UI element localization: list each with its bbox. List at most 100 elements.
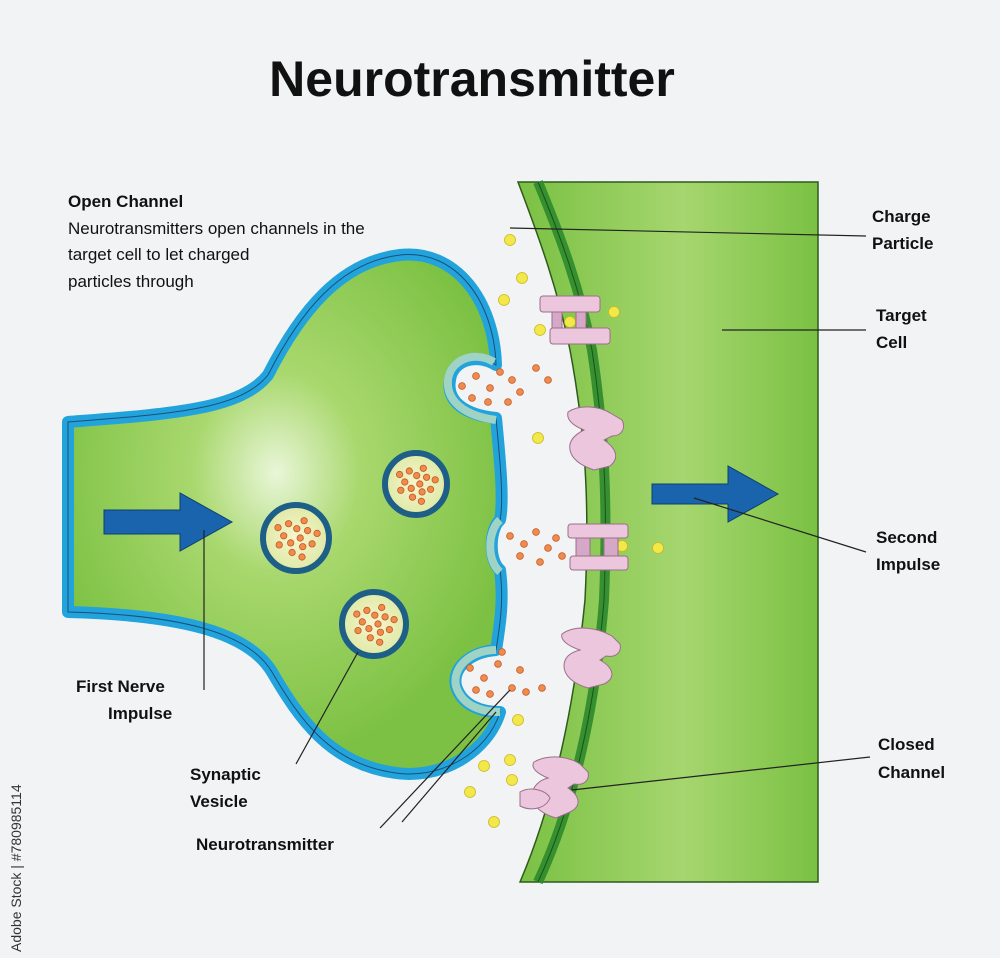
neurotransmitter-dot <box>522 688 530 696</box>
open-channel-line-2: target cell to let charged <box>68 245 249 264</box>
neurotransmitter-dot <box>508 376 516 384</box>
neurotransmitter-dot <box>354 626 362 635</box>
fused-vesicle-pockets <box>443 352 503 716</box>
synaptic-vesicles <box>260 450 450 659</box>
neurotransmitter-dot <box>508 684 516 692</box>
label-target-cell: Target Cell <box>876 306 927 352</box>
neurotransmitter-dot <box>466 664 474 672</box>
first-impulse-arrow <box>103 492 234 552</box>
open-channel-receptor <box>567 523 629 571</box>
neurotransmitter-dot <box>516 552 524 560</box>
charge-particle-dot <box>652 542 664 554</box>
neurotransmitter-dot <box>468 394 476 402</box>
charge-particle-dot <box>534 324 546 336</box>
neurotransmitter-dot <box>401 478 409 486</box>
svg-text:Cell: Cell <box>876 333 907 352</box>
neurotransmitter-dot <box>418 488 426 496</box>
neurotransmitter-dot <box>422 473 431 481</box>
neurotransmitter-dot <box>376 628 384 636</box>
svg-text:Closed: Closed <box>878 735 935 754</box>
neurotransmitter-dot <box>520 540 528 548</box>
svg-text:Charge: Charge <box>872 207 931 226</box>
open-channel-receptor <box>539 295 611 345</box>
neurotransmitter-dot <box>376 638 384 646</box>
neurotransmitter-dot <box>274 523 282 532</box>
neurotransmitter-dot <box>385 625 393 634</box>
neurotransmitter-dot <box>431 476 439 484</box>
neurotransmitter-dot <box>516 666 524 674</box>
leader-lines <box>203 227 871 829</box>
neurotransmitter-dot <box>395 470 404 479</box>
neurotransmitter-dot <box>426 485 435 493</box>
neurotransmitter-dot <box>390 615 398 624</box>
second-impulse-arrow <box>651 465 780 523</box>
neurotransmitter-dot <box>458 382 466 390</box>
closed-channel-receptor <box>567 406 625 471</box>
charge-particle-dot <box>464 786 476 798</box>
svg-text:First Nerve: First Nerve <box>76 677 165 696</box>
svg-text:Second: Second <box>876 528 937 547</box>
neurotransmitter-dot <box>480 674 488 682</box>
stock-id-stamp: Adobe Stock | #780985114 <box>8 784 24 952</box>
neurotransmitter-dot <box>472 372 480 380</box>
neurotransmitter-dot <box>536 558 544 566</box>
charge-particle-dot <box>504 754 516 766</box>
neurotransmitter-dot <box>284 520 293 528</box>
neurotransmitter-dot <box>358 618 366 626</box>
neurotransmitter-dot <box>408 493 417 501</box>
charge-particle-dot <box>516 272 528 284</box>
neurotransmitter-dot <box>280 532 288 540</box>
neurotransmitter-dot <box>484 398 492 406</box>
svg-text:Impulse: Impulse <box>108 704 172 723</box>
label-synaptic-vesicle: Synaptic Vesicle <box>190 765 261 811</box>
neurotransmitter-dot <box>300 517 308 525</box>
svg-text:Synaptic: Synaptic <box>190 765 261 784</box>
neurotransmitter-dot <box>299 543 307 551</box>
charge-particle-dot <box>608 306 620 318</box>
open-channel-heading: Open Channel <box>68 192 183 211</box>
neurotransmitter-dot <box>366 634 374 642</box>
neurotransmitter-dot <box>378 603 386 612</box>
open-channel-line-1: Neurotransmitters open channels in the <box>68 219 365 238</box>
synaptic-vesicle <box>339 589 409 659</box>
neurotransmitter-dot <box>293 525 301 533</box>
open-channel-line-3: particles through <box>68 272 194 291</box>
charge-particle-dot <box>532 432 544 444</box>
neurotransmitter-dot <box>298 553 306 561</box>
neurotransmitter-dot <box>296 534 304 542</box>
svg-text:Vesicle: Vesicle <box>190 792 248 811</box>
charge-particle-dot <box>498 294 510 306</box>
neurotransmitter-dot <box>275 541 283 549</box>
neurotransmitter-dot <box>287 539 295 547</box>
label-neurotransmitter: Neurotransmitter <box>196 835 334 854</box>
svg-text:Channel: Channel <box>878 763 945 782</box>
neurotransmitter-dot <box>365 624 373 633</box>
neurotransmitter-dot <box>544 544 552 552</box>
neurotransmitter-dot <box>407 484 415 492</box>
charge-particle-dot <box>506 774 518 786</box>
neurotransmitter-dot <box>558 552 566 560</box>
receptors <box>519 295 629 819</box>
neurotransmitter-dot <box>353 610 361 618</box>
neurotransmitter-dot <box>363 606 371 615</box>
neurotransmitter-dot <box>516 388 524 396</box>
open-channel-description: Open Channel Neurotransmitters open chan… <box>68 192 365 291</box>
label-closed-channel: Closed Channel <box>878 735 945 782</box>
neurotransmitter-dot <box>374 620 382 628</box>
neurotransmitter-dot <box>498 648 506 656</box>
label-charge-particle: Charge Particle <box>872 207 933 253</box>
neurotransmitter-dot <box>416 480 424 488</box>
label-second-impulse: Second Impulse <box>876 528 940 574</box>
closed-channel-receptor <box>561 627 621 689</box>
neurotransmitter-dot <box>419 464 427 472</box>
neurotransmitter-dot <box>303 526 312 535</box>
neurotransmitter-dot <box>486 690 494 698</box>
neurotransmitter-dot <box>417 497 425 505</box>
synaptic-vesicle <box>260 502 332 574</box>
neurotransmitter-dot <box>313 529 321 538</box>
neurotransmitter-dot <box>397 486 405 494</box>
neurotransmitter-dot <box>472 686 480 694</box>
neurotransmitter-dot <box>308 540 316 548</box>
svg-text:Particle: Particle <box>872 234 933 253</box>
charge-particle-dot <box>478 760 490 772</box>
